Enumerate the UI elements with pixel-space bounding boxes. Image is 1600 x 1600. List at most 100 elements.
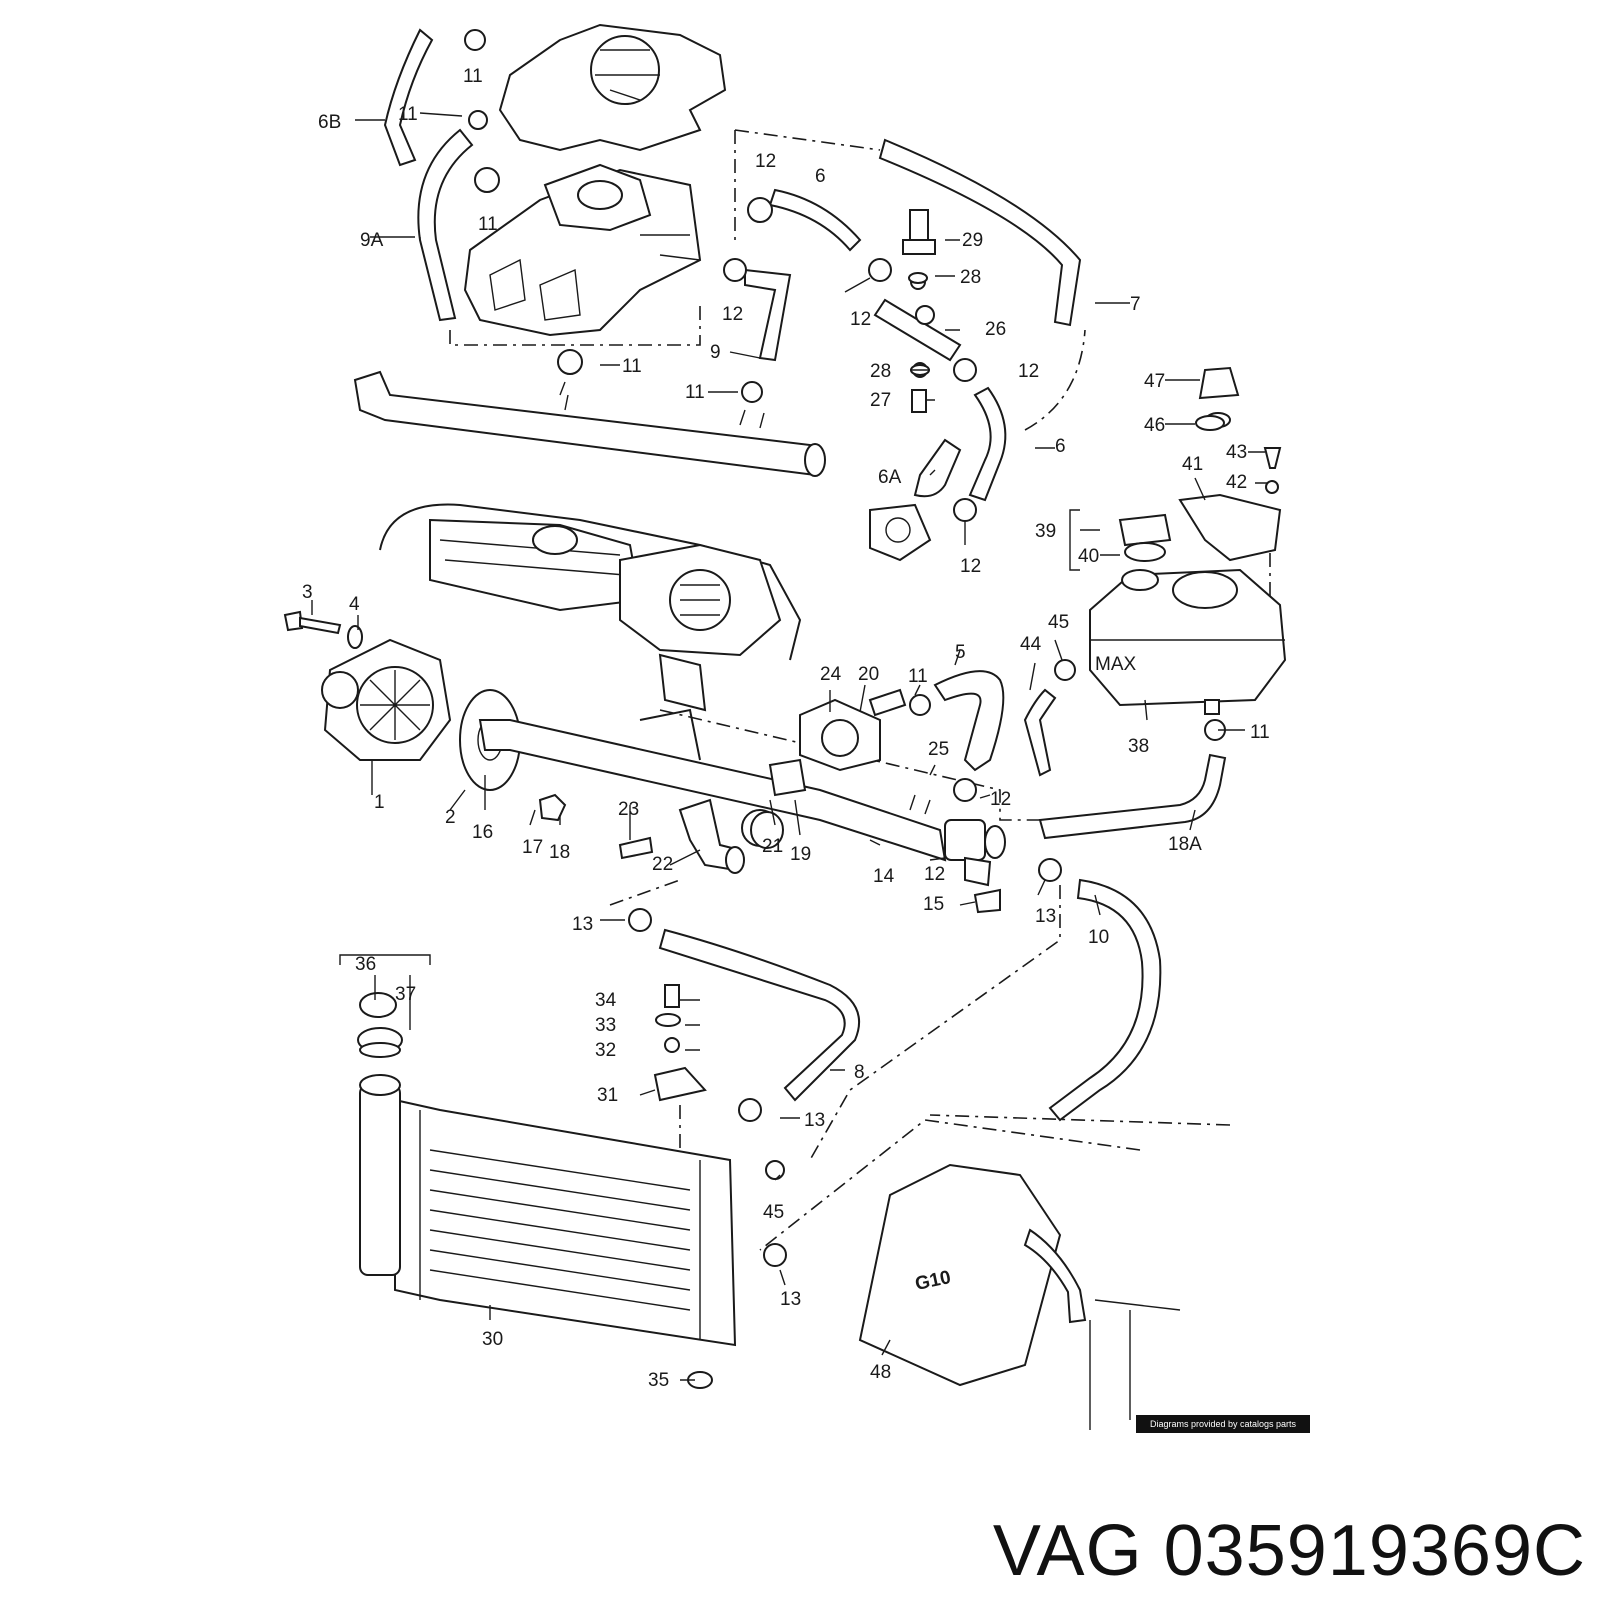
callout-12-f: 12	[990, 789, 1011, 810]
hose-6	[768, 188, 1007, 502]
engine-block	[379, 503, 802, 761]
bolt-3	[283, 610, 342, 635]
callout-34: 34	[595, 990, 617, 1011]
leader-lines	[311, 112, 1268, 1381]
callout-6-lower: 6	[1055, 436, 1066, 457]
callout-11-d: 11	[622, 356, 642, 377]
callout-21: 21	[762, 836, 783, 857]
callout-18: 18	[549, 842, 570, 863]
callout-4: 4	[349, 594, 360, 615]
callout-45-a: 45	[1048, 612, 1069, 633]
callout-3: 3	[302, 582, 313, 603]
callout-35: 35	[648, 1370, 669, 1391]
callout-12-b: 12	[722, 304, 743, 325]
radiator	[357, 992, 737, 1389]
callout-29: 29	[962, 230, 983, 251]
coolant-jug: G10	[858, 1163, 1181, 1430]
callout-14: 14	[873, 866, 895, 887]
intake-manifold	[463, 23, 727, 337]
callout-12-c: 12	[850, 309, 871, 330]
callout-13-a: 13	[572, 914, 593, 935]
callout-13-b: 13	[1035, 906, 1056, 927]
coolant-pipe-lower	[478, 719, 1006, 887]
callout-15: 15	[923, 894, 944, 915]
callout-8: 8	[854, 1062, 865, 1083]
callout-6b: 6B	[318, 112, 341, 133]
callout-42: 42	[1226, 472, 1247, 493]
callout-27: 27	[870, 390, 891, 411]
hose-6a	[869, 438, 962, 562]
hose-10	[1048, 878, 1162, 1122]
callout-47: 47	[1144, 371, 1165, 392]
callout-6: 6	[815, 166, 826, 187]
water-pump	[321, 638, 452, 761]
hose-8	[658, 928, 860, 1102]
diagram-credit: Diagrams provided by catalogs parts	[1136, 1415, 1310, 1433]
cap-39	[1118, 513, 1172, 562]
callout-13-c: 13	[804, 1110, 825, 1131]
callout-38: 38	[1128, 736, 1149, 757]
expansion-tank: MAX	[1089, 568, 1287, 715]
bolt-23	[618, 836, 654, 860]
callout-28-a: 28	[960, 267, 981, 288]
callout-25: 25	[928, 739, 949, 760]
nut-18	[538, 793, 567, 822]
callout-28-b: 28	[870, 361, 891, 382]
callout-39: 39	[1035, 521, 1056, 542]
callout-23: 23	[618, 799, 639, 820]
callout-13-d: 13	[780, 1289, 801, 1310]
callout-20: 20	[858, 664, 879, 685]
callout-12-d: 12	[1018, 361, 1039, 382]
callout-11-c: 11	[478, 214, 498, 235]
callout-12-e: 12	[960, 556, 981, 577]
callout-40: 40	[1078, 546, 1099, 567]
callout-9a: 9A	[360, 230, 384, 251]
callout-12-a: 12	[755, 151, 776, 172]
hose-7	[878, 138, 1082, 327]
hose-18a	[1038, 753, 1227, 840]
callout-10: 10	[1088, 927, 1109, 948]
callout-48: 48	[870, 1362, 891, 1383]
tank-max-mark: MAX	[1095, 654, 1137, 675]
callout-11-g: 11	[1250, 722, 1270, 743]
callout-11-a: 11	[463, 66, 483, 87]
callout-11-b: 11	[398, 104, 418, 125]
callout-36: 36	[355, 954, 376, 975]
part-number: 035919369C	[1163, 1511, 1586, 1591]
callout-45-b: 45	[763, 1202, 784, 1223]
hose-9	[744, 268, 792, 362]
seal-4	[347, 625, 363, 649]
callout-26: 26	[985, 319, 1006, 340]
callout-19: 19	[790, 844, 811, 865]
hose-9a	[417, 128, 474, 322]
callout-32: 32	[595, 1040, 616, 1061]
callout-labels: 1 2 3 4 5 6 6 6A 6B 7 8 9 9A 10 11 11 11…	[302, 66, 1270, 1391]
part-number-title: VAG 035919369C	[993, 1510, 1586, 1592]
callout-6a: 6A	[878, 467, 902, 488]
callout-46: 46	[1144, 415, 1165, 436]
screw-43	[1263, 447, 1282, 494]
hose-5	[933, 670, 1005, 772]
bracket-41	[1178, 493, 1282, 562]
bracket-15	[973, 888, 1001, 914]
callout-43: 43	[1226, 442, 1247, 463]
callout-2: 2	[445, 807, 456, 828]
hose-6b	[383, 28, 434, 167]
callout-30: 30	[482, 1329, 503, 1350]
callout-33: 33	[595, 1015, 616, 1036]
callout-37: 37	[395, 984, 416, 1005]
hose-clamps	[359, 29, 1226, 1267]
screw-34	[664, 984, 680, 1053]
callout-7: 7	[1130, 294, 1141, 315]
coolant-pipe-upper	[353, 370, 826, 477]
callout-5: 5	[955, 642, 966, 663]
callout-31: 31	[597, 1085, 618, 1106]
callout-22: 22	[652, 854, 673, 875]
callout-41: 41	[1182, 454, 1203, 475]
callout-9: 9	[710, 342, 721, 363]
callout-11-f: 11	[908, 666, 928, 687]
callout-12-g: 12	[924, 864, 945, 885]
elbow-22	[678, 798, 745, 874]
callout-24: 24	[820, 664, 842, 685]
